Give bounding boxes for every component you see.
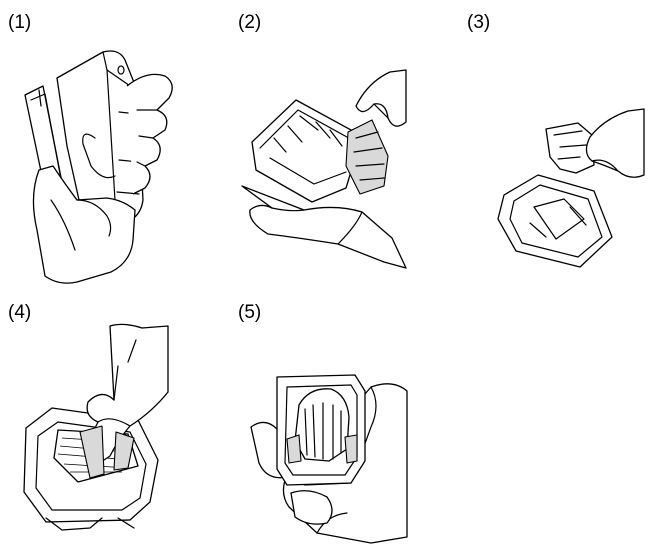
step-1-illustration [15, 50, 180, 290]
step-2-illustration [238, 62, 408, 272]
step-4-drawing [18, 322, 178, 547]
step-2-drawing [238, 62, 408, 272]
step-1-label: (1) [8, 13, 31, 32]
step-3-illustration [494, 95, 644, 275]
step-5-label: (5) [238, 303, 261, 322]
step-3-drawing [494, 95, 644, 275]
step-4-illustration [18, 322, 178, 547]
step-2-label: (2) [238, 13, 261, 32]
step-4-label: (4) [8, 303, 31, 322]
step-5-illustration [247, 365, 407, 545]
step-1-drawing [15, 50, 180, 290]
step-3-label: (3) [467, 13, 490, 32]
step-5-drawing [247, 365, 407, 545]
